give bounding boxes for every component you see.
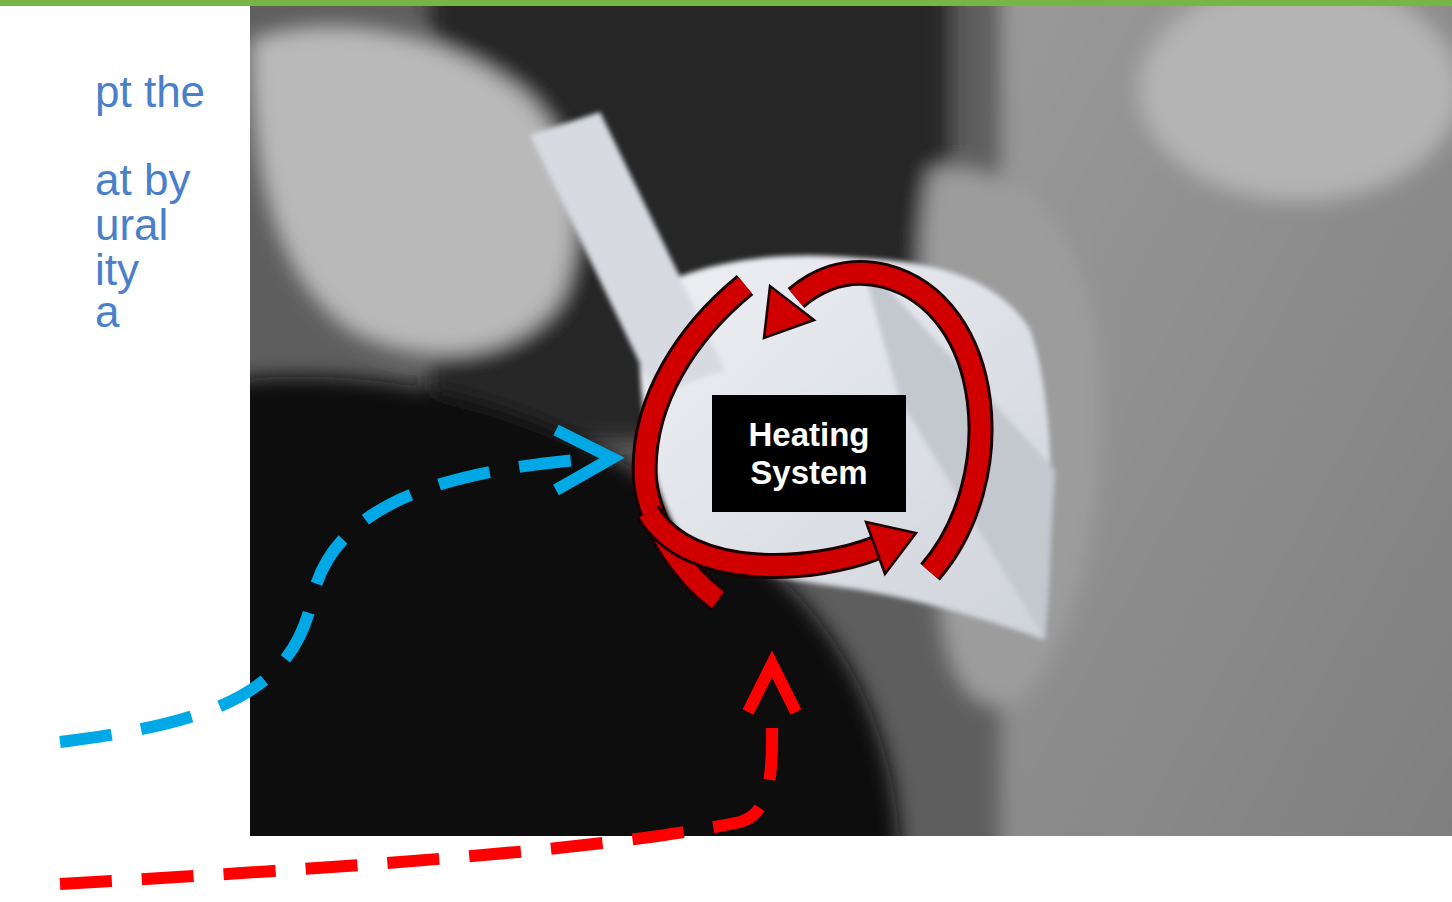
leader-line (60, 458, 600, 742)
leader-arrow-head (556, 430, 612, 490)
leader-line (60, 700, 772, 884)
text-fragment: pt the (95, 69, 205, 115)
cycle-arrows (645, 273, 981, 600)
cycle-arrow-head (764, 286, 814, 338)
text-fragment: ity (95, 247, 139, 293)
text-fragment: a (95, 289, 119, 335)
dark-clothing (250, 376, 900, 836)
photo (250, 0, 1452, 836)
left-hand (250, 26, 576, 354)
leader-lines (60, 430, 796, 884)
text-fragment: at by (95, 157, 190, 203)
system-box: Heating System (712, 395, 906, 512)
envelope (639, 255, 1051, 640)
top-bar (0, 0, 1452, 6)
box-label: Heating System (732, 416, 886, 492)
cycle-arrow-outline (648, 512, 876, 566)
leader-arrow-head (748, 664, 796, 712)
text-fragment: ural (95, 202, 168, 248)
cycle-arrow (648, 512, 876, 566)
background-light (1140, 0, 1452, 200)
cycle-arrow-head (866, 522, 916, 574)
